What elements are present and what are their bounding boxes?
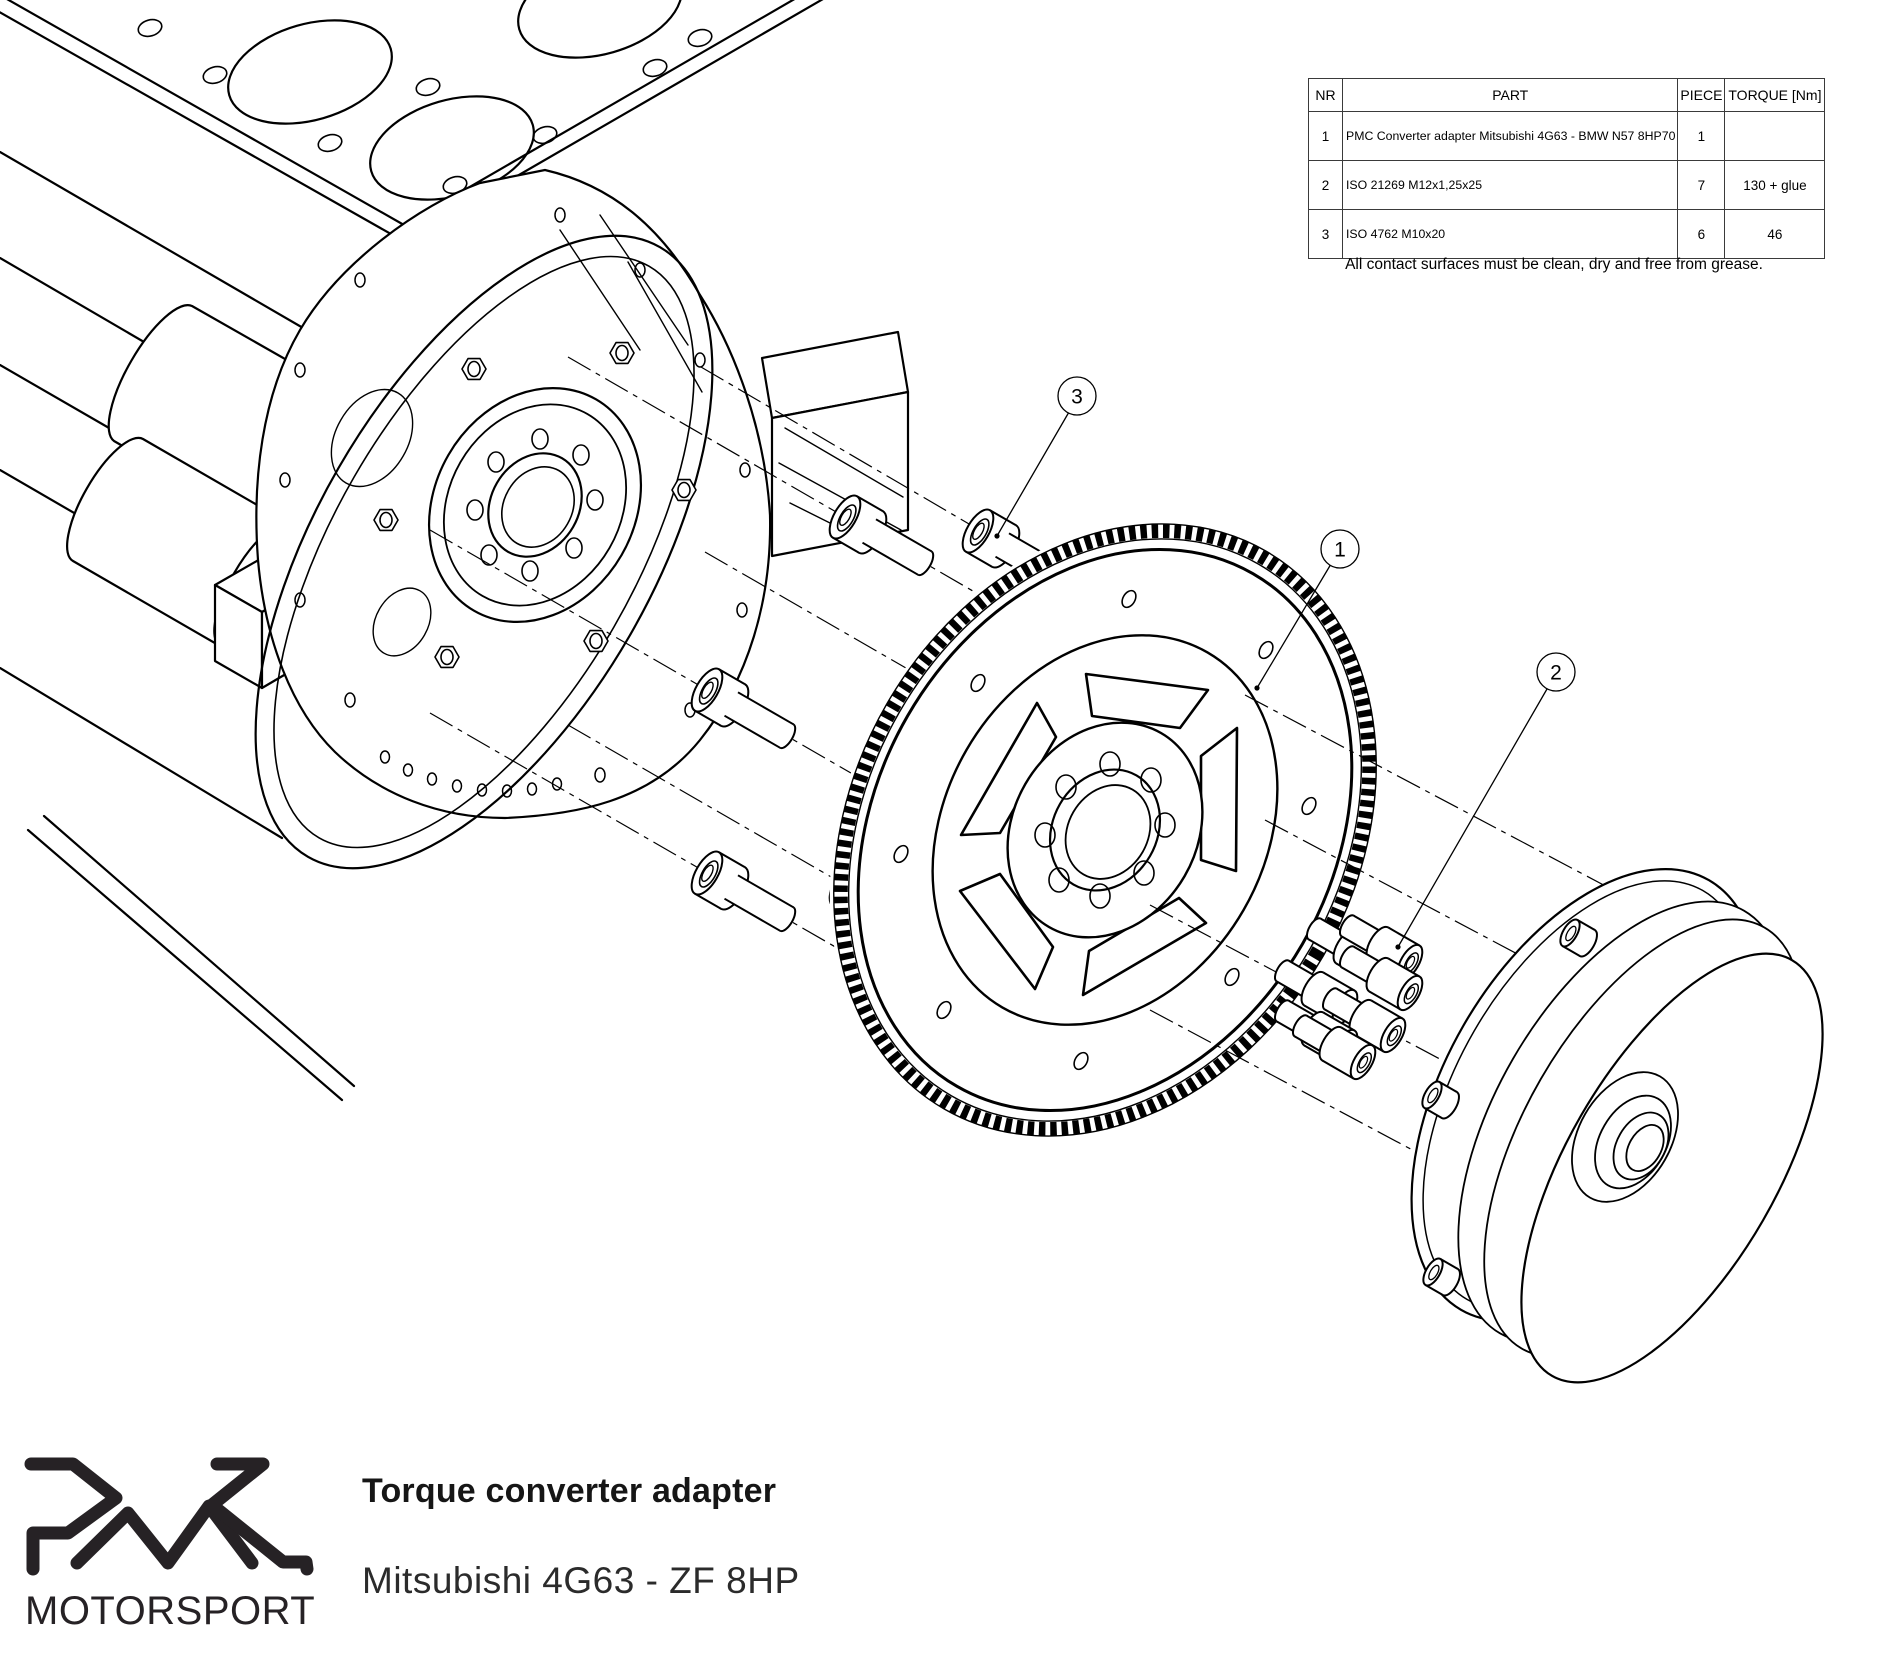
torque-converter-drawing	[1410, 868, 1824, 1384]
parts-table-header-row: NR PART PIECE TORQUE [Nm]	[1308, 78, 1826, 112]
parts-table: NR PART PIECE TORQUE [Nm] 1 PMC Converte…	[1308, 78, 1826, 259]
table-row: 1 PMC Converter adapter Mitsubishi 4G63 …	[1308, 111, 1826, 161]
page-subtitle: Mitsubishi 4G63 - ZF 8HP	[362, 1560, 800, 1601]
callout-circle-1	[1320, 529, 1360, 569]
cell-part: PMC Converter adapter Mitsubishi 4G63 - …	[1341, 111, 1679, 161]
page-title: Torque converter adapter	[362, 1472, 777, 1510]
table-row: 3 ISO 4762 M10x20 6 46	[1308, 209, 1826, 259]
flexplate-drawing	[829, 520, 1381, 1140]
cell-nr: 2	[1308, 160, 1343, 210]
bellhousing-drawing	[254, 168, 772, 870]
column-header-part: PART	[1341, 78, 1679, 112]
column-header-nr: NR	[1308, 78, 1343, 112]
cell-torque: 46	[1724, 209, 1826, 259]
callout-circle-3	[1057, 376, 1097, 416]
cell-piece: 6	[1677, 209, 1726, 259]
column-header-torque: TORQUE [Nm]	[1724, 78, 1826, 112]
callout-number-3: 3	[1071, 386, 1083, 409]
callout-circle-2	[1536, 652, 1576, 692]
cell-nr: 3	[1308, 209, 1343, 259]
cell-part: ISO 4762 M10x20	[1341, 209, 1679, 259]
cell-piece: 1	[1677, 111, 1726, 161]
brand-text: MOTORSPORT	[25, 1589, 315, 1633]
pmc-logo: MOTORSPORT	[24, 1457, 315, 1633]
cell-nr: 1	[1308, 111, 1343, 161]
pmc-logo-mark	[24, 1457, 314, 1576]
callout-number-2: 2	[1550, 662, 1562, 685]
surface-note: All contact surfaces must be clean, dry …	[1345, 256, 1763, 273]
column-header-piece: PIECE	[1677, 78, 1726, 112]
callouts: 3 1 2	[994, 376, 1576, 950]
cell-torque	[1724, 111, 1826, 161]
table-row: 2 ISO 21269 M12x1,25x25 7 130 + glue	[1308, 160, 1826, 210]
cell-part: ISO 21269 M12x1,25x25	[1341, 160, 1679, 210]
callout-number-1: 1	[1334, 539, 1346, 562]
cell-torque: 130 + glue	[1724, 160, 1826, 210]
cell-piece: 7	[1677, 160, 1726, 210]
